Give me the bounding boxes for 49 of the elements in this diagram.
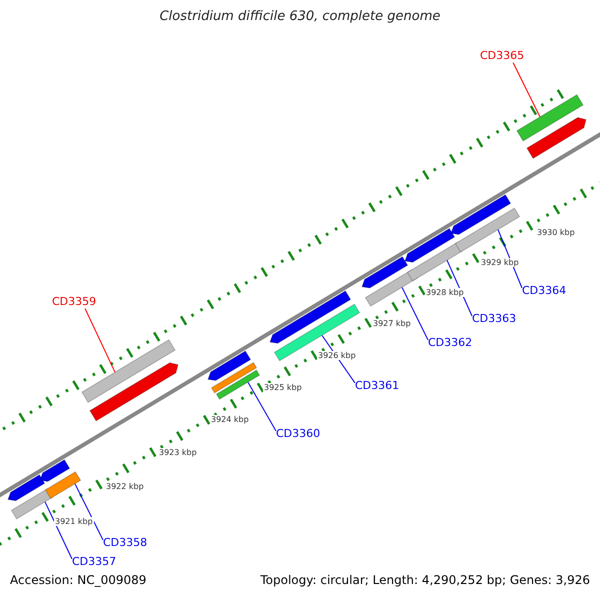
gene-feature-bar bbox=[216, 370, 260, 400]
leader-line bbox=[248, 382, 276, 432]
leader-line bbox=[446, 260, 472, 316]
scale-label: 3928 kbp bbox=[425, 288, 465, 298]
gene-label: CD3357 bbox=[72, 556, 116, 569]
diagram-title: Clostridium difficile 630, complete genome bbox=[158, 10, 442, 25]
gene-feature-bar bbox=[454, 208, 520, 253]
gene-label: CD3363 bbox=[472, 313, 516, 326]
gene-feature-bar bbox=[406, 242, 464, 282]
gene-feature-bar bbox=[361, 256, 408, 288]
accession-text: Accession: NC_009089 bbox=[10, 574, 146, 588]
gene-label: CD3365 bbox=[480, 50, 524, 63]
scale-label: 3930 kbp bbox=[536, 228, 576, 238]
scale-label: 3925 kbp bbox=[263, 383, 303, 392]
gene-feature-bar bbox=[516, 94, 584, 142]
gene-label: CD3362 bbox=[428, 337, 472, 350]
gene-feature-bar bbox=[39, 459, 70, 482]
scale-label: 3929 kbp bbox=[480, 258, 520, 268]
gene-feature-bar bbox=[89, 362, 178, 422]
gene-label: CD3364 bbox=[522, 285, 566, 298]
gene-feature-bar bbox=[450, 194, 512, 235]
gene-feature-bar bbox=[44, 471, 82, 499]
genome-summary-text: Topology: circular; Length: 4,290,252 bp; Genes: 3,926 bbox=[260, 574, 590, 588]
gene-feature-bar bbox=[274, 304, 360, 362]
gene-feature-bar bbox=[10, 488, 54, 520]
gene-label: CD3360 bbox=[276, 428, 320, 441]
gene-label: CD3359 bbox=[52, 296, 96, 309]
leader-line bbox=[322, 334, 356, 384]
leader-line bbox=[498, 229, 522, 288]
scale-label: 3923 kbp bbox=[158, 448, 198, 458]
gene-feature-bar bbox=[404, 228, 456, 263]
gene-feature-bar bbox=[81, 339, 176, 403]
scale-label: 3927 kbp bbox=[372, 319, 412, 328]
gene-feature-bar bbox=[269, 290, 352, 344]
leader-line bbox=[44, 501, 72, 560]
scale-label: 3922 kbp bbox=[105, 482, 145, 492]
scale-label: 3924 kbp bbox=[210, 415, 250, 424]
gene-label: CD3358 bbox=[103, 537, 148, 550]
leader-line bbox=[84, 308, 116, 373]
gene-feature-bar bbox=[7, 474, 46, 502]
leader-line bbox=[512, 62, 540, 118]
leader-line bbox=[402, 286, 428, 340]
gene-label: CD3361 bbox=[355, 380, 400, 393]
leader-line bbox=[74, 483, 104, 540]
scale-label: 3921 kbp bbox=[54, 517, 94, 526]
gene-feature-bar bbox=[207, 350, 252, 381]
gene-feature-bar bbox=[526, 117, 586, 159]
scale-label: 3926 kbp bbox=[317, 351, 357, 360]
gene-feature-bar bbox=[210, 362, 258, 394]
